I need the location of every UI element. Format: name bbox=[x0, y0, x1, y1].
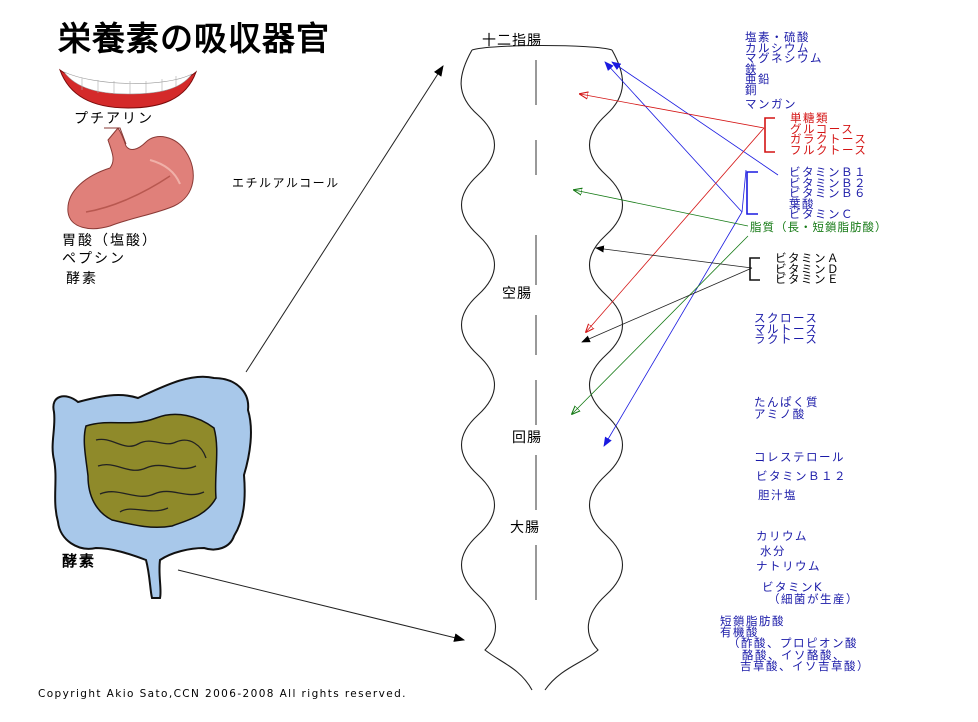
intestine-outline bbox=[460, 44, 624, 691]
stomach-label-acid: 胃酸（塩酸） bbox=[62, 233, 158, 249]
organ-arrows bbox=[177, 65, 466, 642]
list-item: ビタミンＣ bbox=[789, 207, 854, 222]
list-item: マルトース bbox=[754, 321, 819, 336]
list-item: 塩素・硫酸 bbox=[745, 30, 810, 44]
brackets bbox=[746, 117, 775, 281]
arrow-colon-to-duodenum bbox=[245, 65, 444, 373]
list-item: フルクトース bbox=[790, 142, 868, 157]
diagram-title: 栄養素の吸収器官 bbox=[58, 19, 330, 58]
list-item: スクロース bbox=[754, 311, 819, 325]
list-item: ビタミンＢ２ bbox=[789, 175, 867, 190]
list-item: マグネシウム bbox=[745, 51, 823, 66]
list-item: 短鎖脂肪酸 bbox=[720, 614, 785, 628]
list-item: 鉄 bbox=[745, 61, 758, 76]
list-item: ビタミンＢ１ bbox=[789, 165, 867, 179]
scfa-list: 短鎖脂肪酸 有機酸 （酢酸、プロピオン酸 酪酸、イソ酪酸、 吉草酸、イソ吉草酸） bbox=[720, 614, 870, 673]
arrow-colon-to-large-intestine bbox=[177, 569, 466, 642]
blue-absorption-arrows bbox=[603, 61, 779, 447]
list-item: ビタミンＤ bbox=[775, 261, 840, 276]
stomach-label-pepsin: ペプシン bbox=[62, 251, 126, 267]
stomach-label-enzyme: 酵素 bbox=[66, 271, 98, 287]
list-item: 酪酸、イソ酪酸、 bbox=[742, 647, 846, 662]
colon-enzyme-label: 酵素 bbox=[62, 552, 97, 570]
list-item: ラクトース bbox=[754, 332, 819, 347]
segment-ileum: 回腸 bbox=[512, 430, 542, 446]
list-item: ビタミンＥ bbox=[775, 272, 840, 287]
copyright-notice: Copyright Akio Sato,CCN 2006-2008 All ri… bbox=[38, 688, 407, 700]
sodium-label: ナトリウム bbox=[756, 559, 821, 573]
proteins-list: たんぱく質 アミノ酸 bbox=[754, 396, 819, 420]
mouth-enzyme-label: プチアリン bbox=[74, 111, 154, 127]
alcohol-label: エチルアルコール bbox=[232, 176, 340, 190]
segment-large-intestine: 大腸 bbox=[510, 520, 540, 536]
list-item: カルシウム bbox=[745, 40, 810, 55]
disaccharides-list: スクロース マルトース ラクトース bbox=[754, 311, 819, 347]
list-item: アミノ酸 bbox=[754, 407, 806, 421]
list-item: （酢酸、プロピオン酸 bbox=[728, 636, 858, 651]
stomach-illustration bbox=[67, 127, 194, 230]
red-absorption-arrows bbox=[580, 94, 765, 332]
black-absorption-arrows bbox=[581, 245, 753, 343]
vitamin-k-note: （細菌が生産） bbox=[768, 592, 859, 606]
green-absorption-arrows bbox=[572, 190, 749, 414]
fat-vitamins-list: ビタミンＡ ビタミンＤ ビタミンＥ bbox=[775, 251, 840, 287]
segment-jejunum: 空腸 bbox=[502, 286, 532, 302]
list-item: ビタミンＢ６ bbox=[789, 186, 867, 201]
cholesterol-label: コレステロール bbox=[754, 450, 845, 464]
list-item: グルコース bbox=[790, 121, 855, 136]
colon-illustration bbox=[51, 375, 252, 599]
list-item: 有機酸 bbox=[720, 625, 759, 640]
list-item: ビタミンＡ bbox=[775, 251, 840, 265]
vitamin-k-label: ビタミンK bbox=[762, 580, 824, 594]
list-item: ガラクトース bbox=[790, 132, 868, 147]
list-item: 単糖類 bbox=[790, 111, 829, 125]
fats-label: 脂質（長・短鎖脂肪酸） bbox=[750, 220, 888, 234]
list-item: マンガン bbox=[745, 96, 797, 111]
list-item: 亜鉛 bbox=[745, 72, 771, 87]
list-item: 葉酸 bbox=[789, 196, 815, 211]
water-vitamins-list: ビタミンＢ１ ビタミンＢ２ ビタミンＢ６ 葉酸 ビタミンＣ bbox=[789, 165, 867, 222]
water-label: 水分 bbox=[760, 544, 786, 558]
mouth-illustration bbox=[58, 68, 198, 109]
bile-salt-label: 胆汁塩 bbox=[758, 488, 797, 502]
list-item: 銅 bbox=[745, 82, 758, 97]
list-item: 吉草酸、イソ吉草酸） bbox=[740, 658, 870, 673]
vitamin-b12-label: ビタミンＢ１２ bbox=[756, 469, 847, 483]
list-item: たんぱく質 bbox=[754, 395, 819, 409]
sugars-list: 単糖類 グルコース ガラクトース フルクトース bbox=[790, 111, 868, 157]
segment-duodenum: 十二指腸 bbox=[482, 33, 542, 49]
minerals-list: 塩素・硫酸 カルシウム マグネシウム 鉄 亜鉛 銅 マンガン bbox=[745, 30, 823, 111]
potassium-label: カリウム bbox=[756, 529, 808, 543]
